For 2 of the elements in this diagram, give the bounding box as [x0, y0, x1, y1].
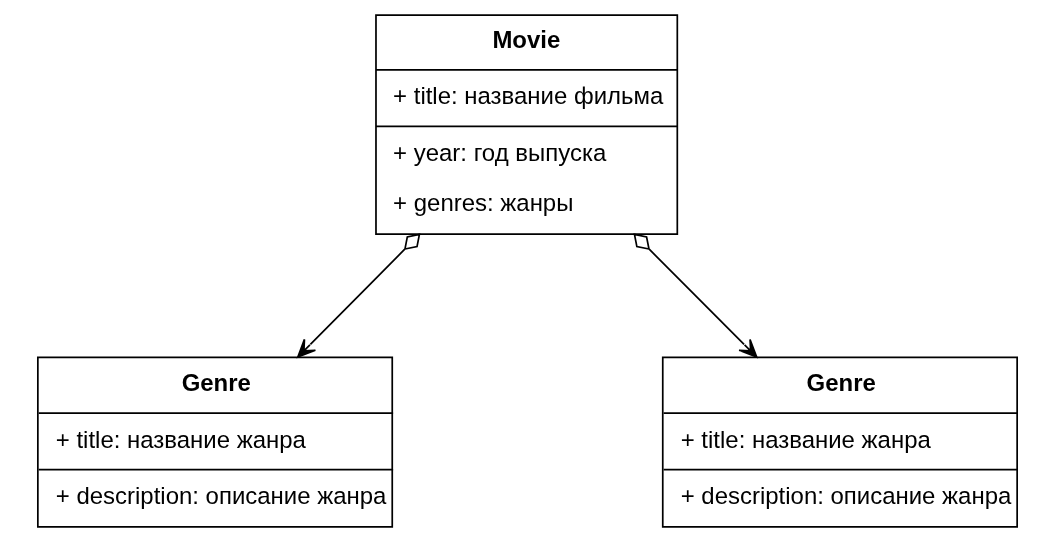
arrow — [632, 233, 758, 358]
arrow — [296, 233, 420, 358]
